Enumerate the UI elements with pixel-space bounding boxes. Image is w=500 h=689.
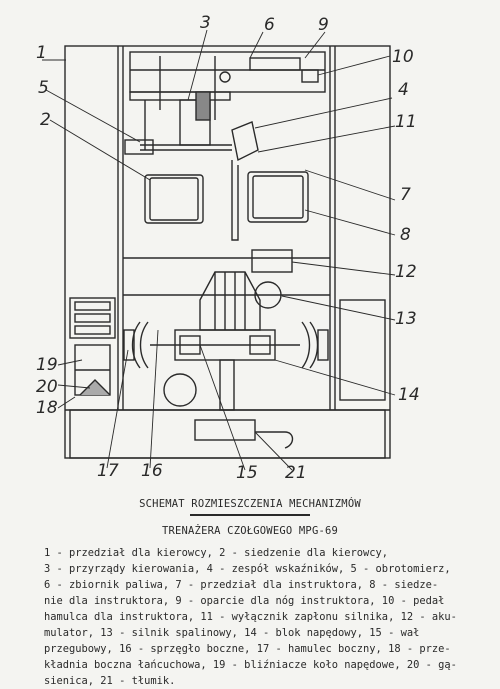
label-14: 14 — [398, 385, 420, 405]
part-labels: 1 2 3 4 5 6 7 8 9 10 11 12 13 14 15 16 1… — [36, 13, 420, 483]
driver-seat — [144, 174, 204, 224]
lower-track-frame — [69, 409, 386, 459]
label-2: 2 — [40, 110, 51, 130]
legend-line: sienica, 21 - tłumik. — [44, 675, 176, 687]
label-19: 19 — [36, 355, 58, 375]
legend-line: 6 - zbiornik paliwa, 7 - przedział dla i… — [44, 579, 439, 591]
label-5: 5 — [38, 78, 49, 98]
label-6: 6 — [264, 15, 275, 35]
leader-lines — [42, 29, 396, 471]
legend-line: mulator, 13 - silnik spalinowy, 14 - blo… — [44, 627, 420, 639]
diagram-title: SCHEMAT ROZMIESZCZENIA MECHANIZMÓW — [139, 498, 361, 510]
label-4: 4 — [398, 80, 409, 100]
label-13: 13 — [395, 309, 417, 329]
legend-line: hamulca dla instruktora, 11 - wyłącznik … — [44, 611, 457, 623]
label-16: 16 — [141, 461, 163, 481]
diagram-drawing — [64, 45, 391, 459]
battery — [251, 249, 293, 273]
label-1: 1 — [36, 43, 47, 63]
outer-hull — [64, 45, 391, 459]
muffler — [163, 373, 197, 407]
legend-line: kładnia boczna łańcuchowa, 19 - bliźniac… — [44, 659, 457, 671]
label-3: 3 — [200, 13, 211, 33]
legend-line: nie dla instruktora, 9 - oparcie dla nóg… — [44, 595, 445, 607]
instructor-seat — [247, 171, 309, 223]
label-18: 18 — [36, 398, 58, 418]
label-10: 10 — [392, 47, 414, 67]
label-8: 8 — [400, 225, 411, 245]
legend-line: 1 - przedział dla kierowcy, 2 - siedzeni… — [44, 547, 389, 559]
label-9: 9 — [318, 15, 329, 35]
label-7: 7 — [400, 185, 411, 205]
engine — [199, 271, 261, 331]
label-11: 11 — [395, 112, 417, 132]
label-12: 12 — [395, 262, 417, 282]
legend-line: 3 - przyrządy kierowania, 4 - zespół wsk… — [44, 563, 451, 575]
legend: 1 - przedział dla kierowcy, 2 - siedzeni… — [44, 545, 464, 689]
label-20: 20 — [36, 377, 58, 397]
label-21: 21 — [285, 463, 307, 483]
diagram-subtitle: TRENAŻERA CZOŁGOWEGO MPG-69 — [161, 525, 339, 537]
title-rule — [190, 514, 310, 516]
legend-line: przegubowy, 16 - sprzęgło boczne, 17 - h… — [44, 643, 451, 655]
mechanism-layout-diagram: 1 2 3 4 5 6 7 8 9 10 11 12 13 14 15 16 1… — [36, 13, 420, 483]
label-15: 15 — [236, 463, 258, 483]
label-17: 17 — [97, 461, 119, 481]
